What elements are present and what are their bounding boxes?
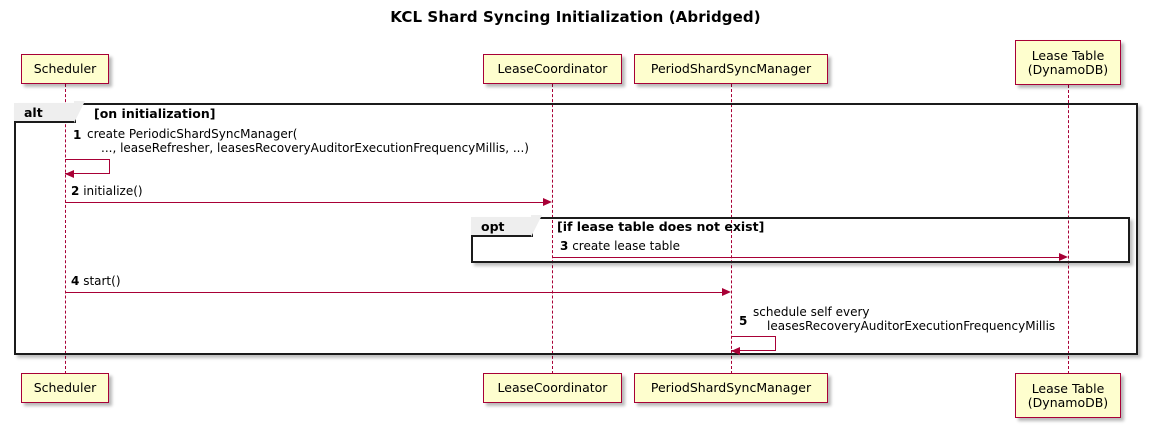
alt-frame-kind-label: alt bbox=[24, 104, 43, 120]
message-4-line bbox=[65, 292, 722, 293]
participant-leasetable-bottom[interactable]: Lease Table (DynamoDB) bbox=[1015, 373, 1121, 418]
message-1-text-line1: create PeriodicShardSyncManager( bbox=[87, 127, 298, 141]
participant-periodshardsyncmanager-bottom[interactable]: PeriodShardSyncManager bbox=[634, 373, 828, 403]
message-2-number: 2 bbox=[71, 184, 80, 198]
message-5-label: 5 bbox=[739, 314, 747, 328]
message-4-number: 4 bbox=[71, 274, 80, 288]
message-5-number: 5 bbox=[739, 314, 748, 328]
opt-frame-tab: opt bbox=[471, 215, 542, 237]
participant-label: Scheduler bbox=[33, 380, 97, 395]
participant-periodshardsyncmanager-top[interactable]: PeriodShardSyncManager bbox=[634, 54, 828, 84]
participant-label-line2: (DynamoDB) bbox=[1027, 61, 1109, 77]
participant-label: PeriodShardSyncManager bbox=[650, 380, 812, 395]
participant-label: PeriodShardSyncManager bbox=[650, 61, 812, 76]
participant-leasetable-top[interactable]: Lease Table (DynamoDB) bbox=[1015, 40, 1121, 85]
alt-frame bbox=[14, 103, 1138, 355]
participant-label: LeaseCoordinator bbox=[497, 380, 608, 395]
alt-frame-tab: alt bbox=[14, 101, 85, 123]
participant-label: LeaseCoordinator bbox=[497, 61, 608, 76]
message-1-text-line2: ..., leaseRefresher, leasesRecoveryAudit… bbox=[101, 141, 529, 155]
opt-frame-kind-label: opt bbox=[481, 218, 505, 234]
lifeline-scheduler bbox=[65, 84, 66, 374]
message-1-text: create PeriodicShardSyncManager( ..., le… bbox=[87, 127, 529, 155]
participant-label-line1: Lease Table bbox=[1031, 380, 1105, 396]
message-3-line bbox=[552, 257, 1059, 258]
message-5-text: schedule self every leasesRecoveryAudito… bbox=[753, 305, 1055, 333]
lifeline-leasetable bbox=[1068, 85, 1069, 374]
message-3-arrowhead bbox=[1059, 252, 1068, 261]
participant-label-line2: (DynamoDB) bbox=[1027, 394, 1109, 410]
lifeline-periodshardsyncmanager bbox=[731, 84, 732, 374]
participant-leasecoordinator-top[interactable]: LeaseCoordinator bbox=[483, 54, 622, 84]
message-5-self-call-path bbox=[731, 336, 776, 351]
alt-frame-condition: [on initialization] bbox=[94, 106, 216, 121]
message-5-text-line1: schedule self every bbox=[753, 305, 870, 319]
message-1-arrowhead bbox=[65, 169, 74, 178]
participant-scheduler-bottom[interactable]: Scheduler bbox=[21, 373, 109, 403]
message-2-arrowhead bbox=[543, 197, 552, 206]
message-3-label: 3 create lease table bbox=[560, 239, 680, 253]
message-2-text: initialize() bbox=[83, 184, 143, 198]
message-5-text-line2: leasesRecoveryAuditorExecutionFrequencyM… bbox=[767, 319, 1056, 333]
participant-label: Scheduler bbox=[33, 61, 97, 76]
message-2-label: 2 initialize() bbox=[71, 184, 143, 198]
message-2-line bbox=[65, 202, 543, 203]
message-1-label: 1 bbox=[73, 128, 81, 142]
message-4-text: start() bbox=[83, 274, 121, 288]
participant-scheduler-top[interactable]: Scheduler bbox=[21, 54, 109, 84]
page-title: KCL Shard Syncing Initialization (Abridg… bbox=[390, 8, 761, 26]
message-3-text: create lease table bbox=[572, 239, 681, 253]
message-4-label: 4 start() bbox=[71, 274, 121, 288]
message-1-self-call-path bbox=[65, 159, 110, 174]
participant-leasecoordinator-bottom[interactable]: LeaseCoordinator bbox=[483, 373, 622, 403]
message-4-arrowhead bbox=[722, 287, 731, 296]
participant-label-line1: Lease Table bbox=[1031, 47, 1105, 63]
message-5-arrowhead bbox=[731, 346, 740, 355]
lifeline-leasecoordinator bbox=[552, 84, 553, 374]
message-3-number: 3 bbox=[560, 239, 569, 253]
opt-frame bbox=[471, 217, 1130, 263]
message-1-number: 1 bbox=[73, 128, 82, 142]
opt-frame-condition: [if lease table does not exist] bbox=[557, 219, 765, 234]
